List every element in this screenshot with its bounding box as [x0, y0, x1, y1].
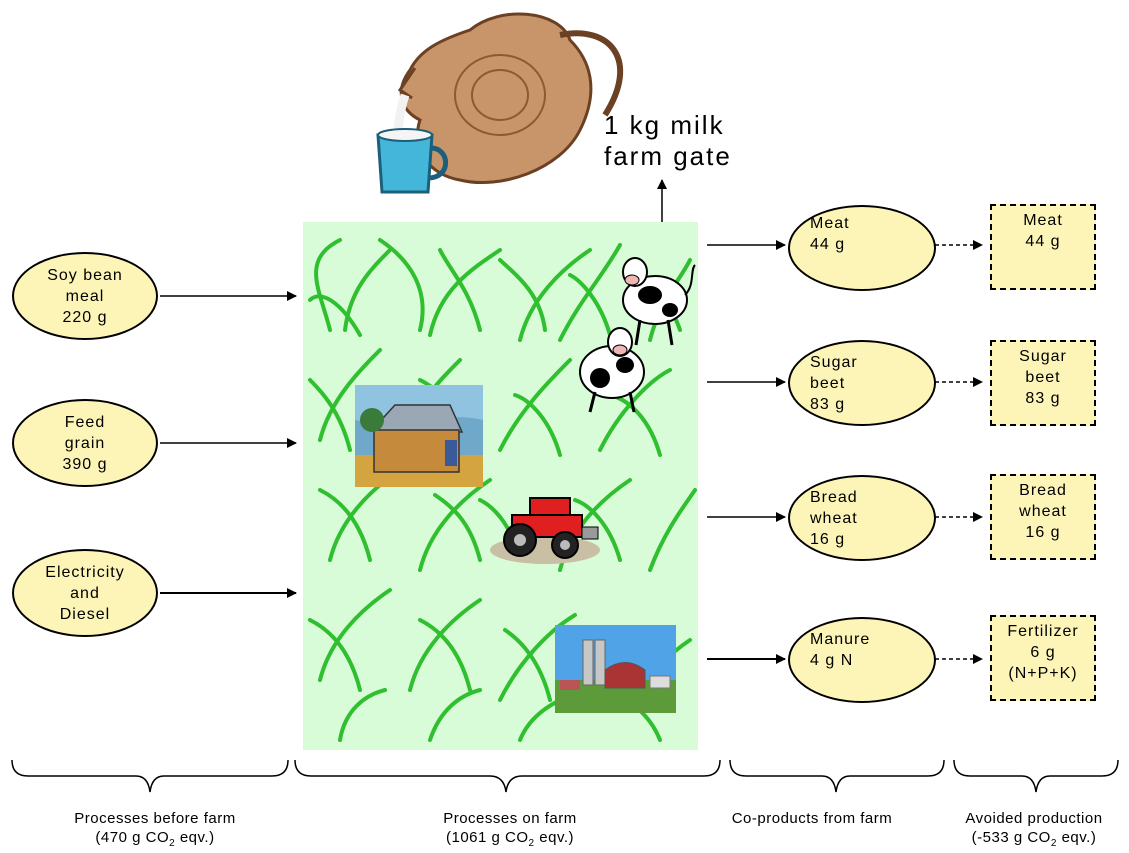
caption-title: Processes before farm [74, 810, 236, 827]
caption-title: Processes on farm [443, 810, 577, 827]
avoided-label: Bread wheat 16 g [1019, 482, 1067, 541]
caption-emissions: (470 g CO2 eqv.) [95, 829, 215, 849]
caption-on-farm: Processes on farm (1061 g CO2 eqv.) [370, 809, 650, 853]
coproduct-bread-wheat: Bread wheat 16 g [788, 475, 936, 561]
coproduct-manure: Manure 4 g N [788, 617, 936, 703]
caption-coproducts: Co-products from farm [702, 809, 922, 828]
coproduct-sugar-beet: Sugar beet 83 g [788, 340, 936, 426]
caption-emissions: (-533 g CO2 eqv.) [971, 829, 1097, 849]
product-line1: 1 kg milk [604, 110, 725, 140]
avoided-meat: Meat 44 g [990, 204, 1096, 290]
coproduct-label: Meat 44 g [810, 215, 850, 253]
jug-pouring-milk-icon [376, 12, 624, 194]
input-electricity-diesel: Electricity and Diesel [12, 549, 158, 637]
barn-painting-icon [355, 385, 483, 487]
brace-before-farm [11, 759, 289, 793]
caption-emissions: (1061 g CO2 eqv.) [445, 829, 574, 849]
farm-silo-photo-icon [555, 625, 676, 713]
avoided-sugar-beet: Sugar beet 83 g [990, 340, 1096, 426]
input-label: Electricity and Diesel [45, 563, 125, 623]
cow-icon [579, 327, 645, 413]
product-line2: farm gate [604, 141, 732, 171]
avoided-fertilizer: Fertilizer 6 g (N+P+K) [990, 615, 1096, 701]
caption-title: Co-products from farm [731, 810, 893, 827]
input-soy-bean-meal: Soy bean meal 220 g [12, 252, 158, 340]
avoided-label: Meat 44 g [1023, 212, 1063, 250]
caption-title: Avoided production [965, 810, 1103, 827]
product-label: 1 kg milk farm gate [604, 110, 732, 172]
brace-coproducts [729, 759, 945, 793]
caption-avoided: Avoided production (-533 g CO2 eqv.) [940, 809, 1128, 853]
avoided-label: Fertilizer 6 g (N+P+K) [1007, 623, 1079, 682]
coproduct-label: Sugar beet 83 g [810, 354, 858, 413]
input-label: Soy bean meal 220 g [47, 266, 123, 326]
caption-before-farm: Processes before farm (470 g CO2 eqv.) [20, 809, 290, 853]
tractor-icon [490, 497, 600, 564]
coproduct-meat: Meat 44 g [788, 205, 936, 291]
avoided-label: Sugar beet 83 g [1019, 348, 1067, 407]
coproduct-label: Manure 4 g N [810, 631, 871, 669]
avoided-bread-wheat: Bread wheat 16 g [990, 474, 1096, 560]
input-feed-grain: Feed grain 390 g [12, 399, 158, 487]
input-label: Feed grain 390 g [62, 413, 108, 473]
brace-avoided [953, 759, 1119, 793]
coproduct-label: Bread wheat 16 g [810, 489, 858, 548]
brace-on-farm [294, 759, 721, 793]
cow-icon [622, 257, 696, 346]
